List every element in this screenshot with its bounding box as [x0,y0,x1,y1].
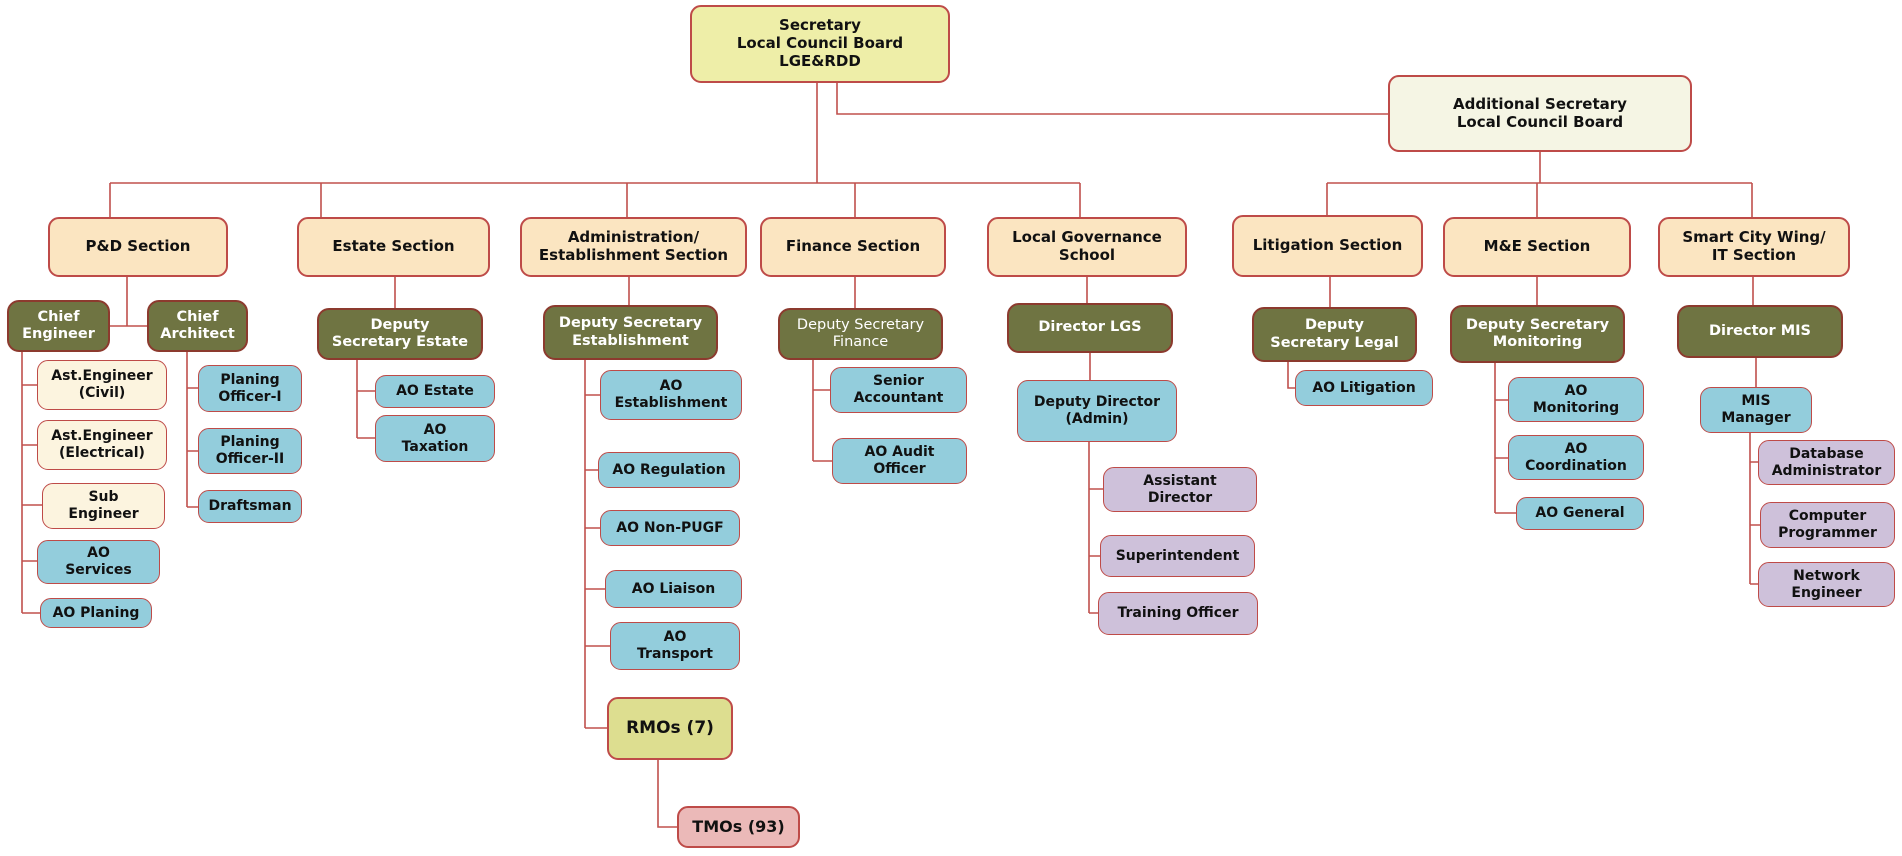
node-ao-audit-officer: AO Audit Officer [832,438,967,484]
node-me-section: M&E Section [1443,217,1631,277]
node-pd-section: P&D Section [48,217,228,277]
node-ao-liaison: AO Liaison [605,570,742,608]
connector-path [21,83,1760,828]
node-deputy-director-admin: Deputy Director (Admin) [1017,380,1177,442]
node-mis-manager: MIS Manager [1700,387,1812,433]
node-deputy-secretary-estate: Deputy Secretary Estate [317,308,483,360]
node-deputy-secretary-finance: Deputy Secretary Finance [778,308,943,360]
node-ast-engineer-electrical: Ast.Engineer (Electrical) [37,420,167,470]
node-sub-engineer: Sub Engineer [42,483,165,529]
node-ao-regulation: AO Regulation [598,452,740,488]
node-ao-estate: AO Estate [375,375,495,408]
node-draftsman: Draftsman [198,490,302,523]
node-training-officer: Training Officer [1098,592,1258,635]
node-tmos: TMOs (93) [677,806,800,848]
node-ao-planing: AO Planing [40,598,152,628]
node-additional-secretary: Additional Secretary Local Council Board [1388,75,1692,152]
node-chief-engineer: Chief Engineer [7,300,110,352]
node-smart-city-section: Smart City Wing/ IT Section [1658,217,1850,277]
node-ao-transport: AO Transport [610,622,740,670]
node-deputy-secretary-establishment: Deputy Secretary Establishment [543,305,718,360]
node-network-engineer: Network Engineer [1758,562,1895,607]
node-deputy-secretary-legal: Deputy Secretary Legal [1252,307,1417,362]
node-director-mis: Director MIS [1677,305,1843,358]
node-lgs-section: Local Governance School [987,217,1187,277]
node-ao-general: AO General [1516,497,1644,530]
node-superintendent: Superintendent [1100,535,1255,577]
node-ast-engineer-civil: Ast.Engineer (Civil) [37,360,167,410]
node-estate-section: Estate Section [297,217,490,277]
node-senior-accountant: Senior Accountant [830,367,967,413]
node-ao-services: AO Services [37,540,160,584]
node-admin-section: Administration/ Establishment Section [520,217,747,277]
node-director-lgs: Director LGS [1007,303,1173,353]
node-assistant-director: Assistant Director [1103,467,1257,512]
node-database-administrator: Database Administrator [1758,440,1895,485]
node-ao-non-pugf: AO Non-PUGF [600,510,740,546]
node-ao-establishment: AO Establishment [600,370,742,420]
node-ao-litigation: AO Litigation [1295,370,1433,406]
node-litigation-section: Litigation Section [1232,215,1423,277]
node-chief-architect: Chief Architect [147,300,248,352]
node-ao-monitoring: AO Monitoring [1508,377,1644,422]
node-deputy-secretary-monitoring: Deputy Secretary Monitoring [1450,305,1625,363]
node-ao-coordination: AO Coordination [1508,435,1644,480]
node-secretary: Secretary Local Council Board LGE&RDD [690,5,950,83]
node-computer-programmer: Computer Programmer [1760,502,1895,548]
node-ao-taxation: AO Taxation [375,415,495,462]
node-finance-section: Finance Section [760,217,946,277]
node-planing-officer-2: Planing Officer-II [198,428,302,474]
node-planing-officer-1: Planing Officer-I [198,365,302,412]
node-rmos: RMOs (7) [607,697,733,760]
